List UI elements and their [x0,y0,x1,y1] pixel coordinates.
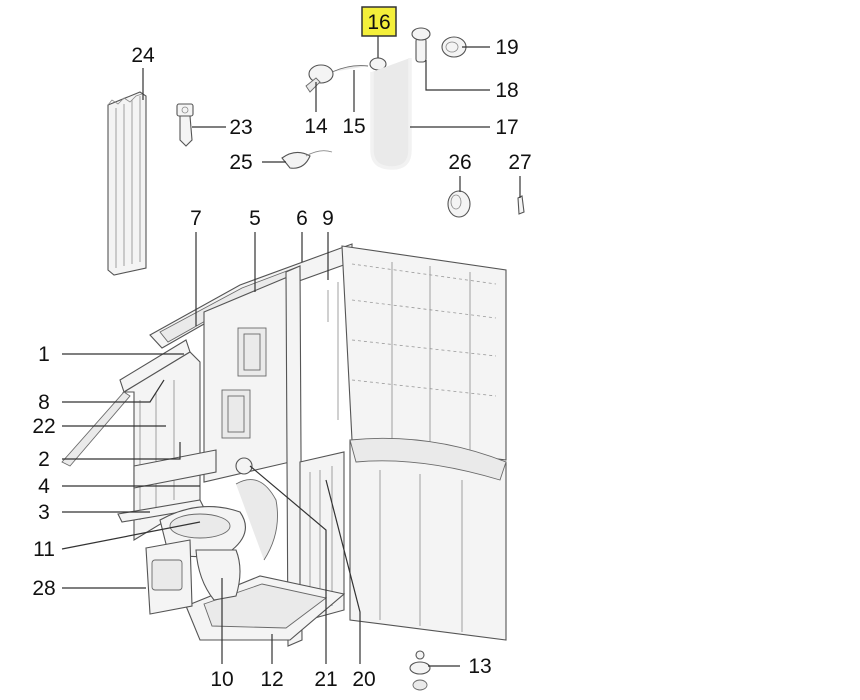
part-23-latch [176,103,194,147]
part-17-drain-loop [370,58,412,170]
callout-8: 8 [38,391,50,414]
callout-12: 12 [260,668,283,691]
cabin-assembly [61,243,507,647]
callout-14: 14 [304,115,328,138]
callout-18: 18 [495,79,518,102]
part-25-clip [281,150,333,169]
part-27-pin [517,195,525,215]
callout-27: 27 [508,151,531,174]
part-24-profile-strip [107,91,147,276]
callout-labels: 1 2 3 4 5 6 7 8 9 10 11 12 13 14 15 16 1… [32,11,531,691]
callout-5: 5 [249,207,261,230]
callout-9: 9 [322,207,334,230]
callout-4: 4 [38,475,50,498]
part-14-valve [305,64,334,93]
callout-10: 10 [210,668,233,691]
part-13-fastener [409,650,431,691]
callout-1: 1 [38,343,50,366]
callout-23: 23 [229,116,252,139]
callout-20: 20 [352,668,375,691]
callout-28: 28 [32,577,55,600]
part-15-hose [331,65,369,73]
callout-7: 7 [190,207,202,230]
callout-16: 16 [367,11,390,34]
callout-25: 25 [229,151,252,174]
callout-17: 17 [495,116,518,139]
callout-16-highlight [361,6,397,37]
leader-lines [61,36,521,667]
part-18-tube-top [411,27,431,63]
part-19-cap [441,36,467,58]
callout-15: 15 [342,115,365,138]
callout-3: 3 [38,501,50,524]
callout-6: 6 [296,207,308,230]
callout-2: 2 [38,448,50,471]
part-26-plug [447,190,471,218]
callout-21: 21 [314,668,337,691]
callout-22: 22 [32,415,55,438]
callout-24: 24 [131,44,155,67]
callout-19: 19 [495,36,518,59]
callout-11: 11 [33,538,55,561]
callout-26: 26 [448,151,471,174]
callout-13: 13 [468,655,491,678]
